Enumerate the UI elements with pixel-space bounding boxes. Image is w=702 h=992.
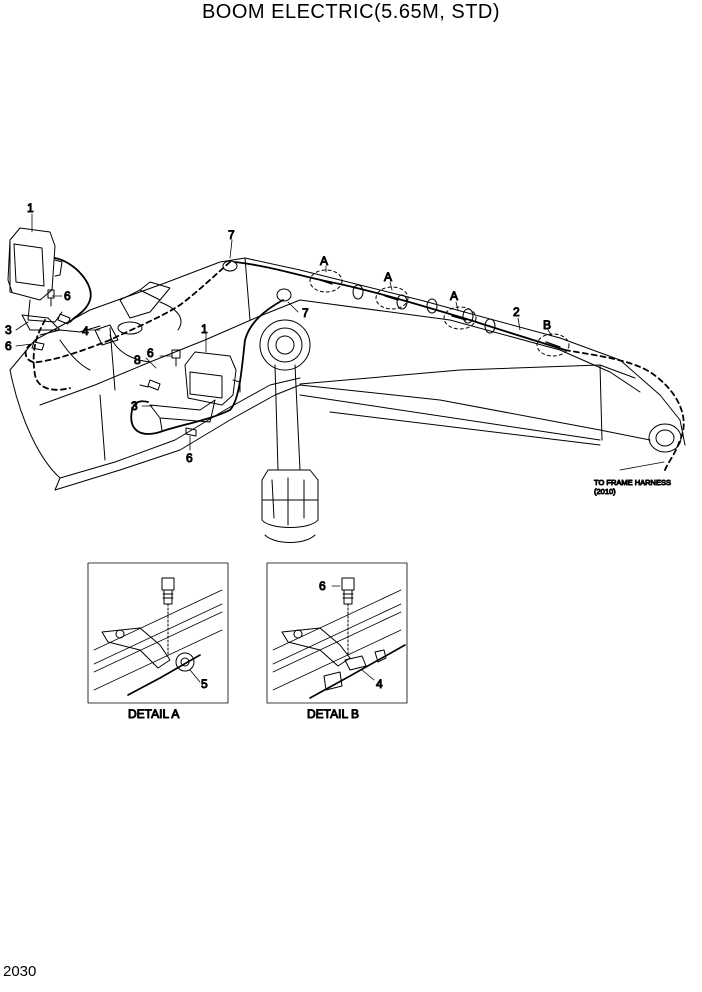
callout-lamp-left: 1 [27, 201, 34, 215]
harness-clamps [319, 279, 561, 348]
detail-b-callout-clip: 4 [376, 677, 383, 691]
callout-bolt-right-top: 6 [147, 346, 154, 360]
detail-b-caption: DETAIL B [307, 707, 359, 721]
wire-harness-dashed [24, 261, 685, 471]
work-lamp-left [7, 227, 63, 331]
wire-harness-solid [54, 257, 566, 435]
callout-detail-a-1: A [320, 254, 328, 268]
boom-body [9, 257, 686, 491]
callout-washer-right: 8 [134, 353, 141, 367]
boom-cylinder [259, 319, 319, 543]
callout-bolt-right-bottom: 6 [186, 451, 193, 465]
fastener-bolts [31, 289, 197, 437]
leader-lines [15, 213, 665, 471]
callout-bolt-left-top: 6 [64, 289, 71, 303]
callout-grommet-top: 7 [228, 228, 235, 242]
callout-bracket-left: 3 [5, 323, 12, 337]
detail-marks [309, 269, 570, 357]
page-title: BOOM ELECTRIC(5.65M, STD) [201, 1, 501, 23]
page-number: 2030 [3, 963, 37, 980]
harness-note-line2: (2010) [594, 487, 616, 496]
detail-a-panel [87, 562, 229, 704]
work-lamp-right [149, 351, 241, 431]
callout-grommet-mid: 7 [302, 306, 309, 320]
callout-detail-a-3: A [450, 289, 458, 303]
callout-detail-a-2: A [384, 270, 392, 284]
callout-bracket-right: 3 [131, 399, 138, 413]
wire-harness-thin [109, 301, 182, 363]
callout-detail-b: B [543, 318, 551, 332]
detail-b-panel [266, 562, 408, 704]
callout-cable: 2 [513, 305, 520, 319]
harness-note-line1: TO FRAME HARNESS [594, 478, 671, 487]
detail-a-caption: DETAIL A [128, 707, 179, 721]
callout-clip-left: 4 [82, 324, 89, 338]
callout-lamp-right: 1 [201, 322, 208, 336]
callout-bolt-left-side: 6 [5, 339, 12, 353]
detail-a-callout-clamp: 5 [201, 677, 208, 691]
detail-b-callout-bolt: 6 [319, 579, 326, 593]
